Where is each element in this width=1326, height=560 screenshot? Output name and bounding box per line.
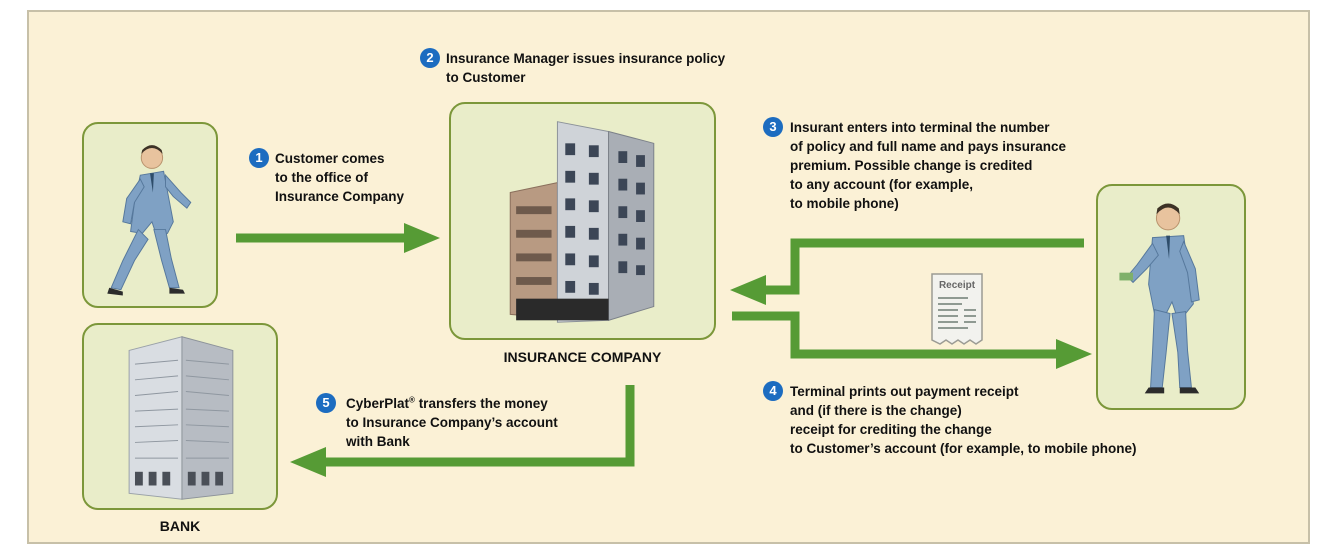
bank-caption: BANK: [159, 518, 201, 534]
step-5-rest: transfers the money to Insurance Company…: [346, 396, 558, 449]
arrowhead-1: [404, 223, 440, 253]
arrowhead-3: [730, 275, 766, 305]
insurance-company-building-box: [449, 102, 716, 340]
standing-man-illustration: [1119, 203, 1200, 394]
step-5-badge: 5: [316, 393, 336, 413]
step-5-brand: CyberPlat: [346, 396, 410, 411]
step-3-badge: 3: [763, 117, 783, 137]
arrow-terminal-to-insurer: [762, 238, 1084, 295]
step-2-badge: 2: [420, 48, 440, 68]
step-1-badge: 1: [249, 148, 269, 168]
walking-man-illustration: [107, 145, 192, 296]
customer-standing-box: [1096, 184, 1246, 410]
arrowhead-5: [290, 447, 326, 477]
customer-walking-box: [82, 122, 218, 308]
registered-mark: ®: [409, 395, 415, 405]
office-building-illustration: [509, 121, 655, 323]
step-4-text: Terminal prints out payment receipt and …: [790, 384, 1137, 456]
arrow-insurer-to-bank: [322, 385, 635, 467]
receipt-icon: Receipt: [931, 273, 983, 345]
receipt-label: Receipt: [939, 280, 976, 291]
step-1-text: Customer comes to the office of Insuranc…: [275, 151, 405, 204]
step-2-text: Insurance Manager issues insurance polic…: [446, 51, 726, 85]
bank-building-illustration: [128, 336, 234, 500]
insurance-company-caption: INSURANCE COMPANY: [503, 349, 662, 365]
arrowhead-4: [1056, 339, 1092, 369]
step-5-text: CyberPlat® transfers the money to Insura…: [346, 394, 558, 451]
bank-building-box: [82, 323, 278, 510]
step-3-text: Insurant enters into terminal the number…: [790, 120, 1067, 211]
step-4-badge: 4: [763, 381, 783, 401]
arrow-insurer-to-customer: [732, 311, 1060, 359]
